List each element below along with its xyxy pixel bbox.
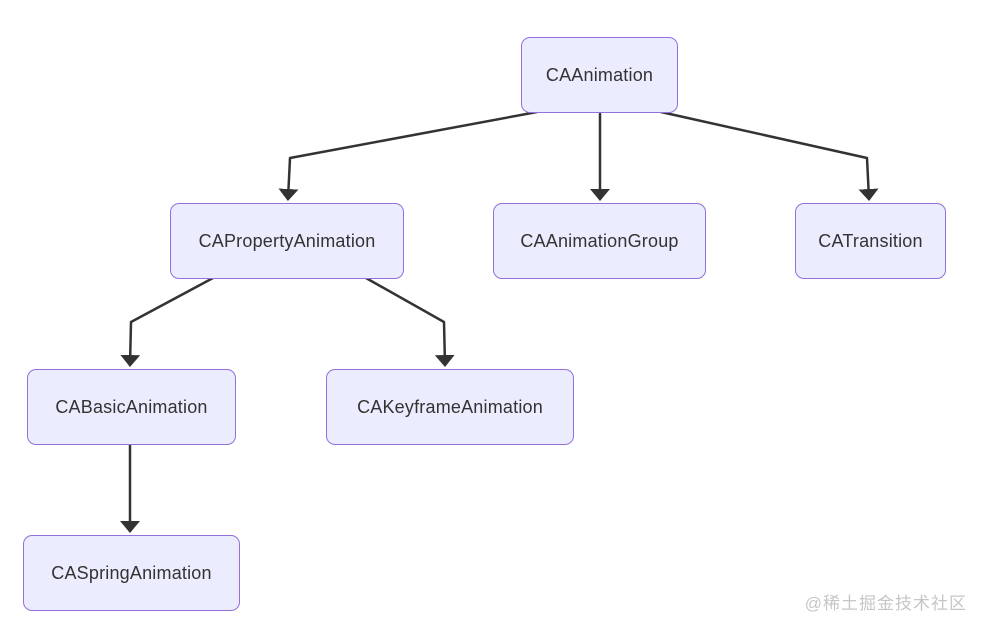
- watermark: @稀土掘金技术社区: [804, 594, 967, 613]
- node-cabasicanimation-label: CABasicAnimation: [55, 396, 208, 417]
- node-cabasicanimation: CABasicAnimation: [27, 369, 236, 445]
- node-capropertyanimation: CAPropertyAnimation: [170, 203, 404, 279]
- node-cakeyframeanimation-label: CAKeyframeAnimation: [357, 396, 543, 417]
- node-catransition-label: CATransition: [818, 230, 923, 251]
- node-caanimation-label: CAAnimation: [545, 64, 654, 85]
- edge-caanimation-to-capropertyanimation: [278, 110, 539, 201]
- node-cakeyframeanimation: CAKeyframeAnimation: [326, 369, 574, 445]
- edge-capropertyanimation-to-cakeyframeanimation: [364, 276, 455, 367]
- edge-capropertyanimation-to-cabasicanimation: [120, 276, 215, 367]
- node-caanimationgroup-label: CAAnimationGroup: [520, 230, 679, 251]
- node-capropertyanimation-label: CAPropertyAnimation: [198, 230, 376, 251]
- node-catransition: CATransition: [795, 203, 946, 279]
- node-caspringanimation-label: CASpringAnimation: [51, 562, 212, 583]
- node-caanimationgroup: CAAnimationGroup: [493, 203, 706, 279]
- node-caanimation: CAAnimation: [521, 37, 678, 113]
- node-caspringanimation: CASpringAnimation: [23, 535, 240, 611]
- edge-caanimation-to-catransition: [659, 110, 879, 201]
